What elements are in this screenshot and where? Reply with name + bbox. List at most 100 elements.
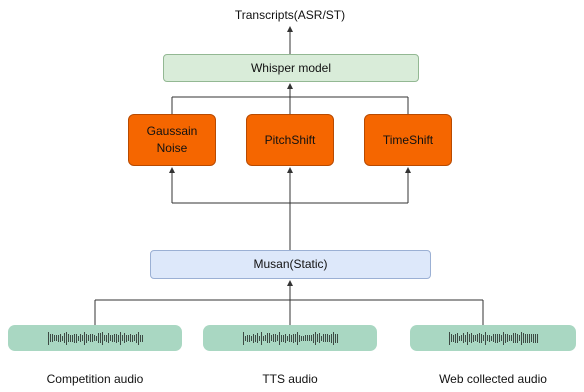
waveform-bar bbox=[326, 334, 328, 342]
waveform-bar bbox=[85, 333, 87, 343]
waveform-bar bbox=[518, 335, 520, 341]
waveform-bar bbox=[450, 334, 452, 342]
waveform-bar bbox=[97, 333, 99, 343]
waveform-bar bbox=[462, 333, 464, 343]
waveform-bar bbox=[332, 331, 334, 345]
waveform-bar bbox=[63, 333, 65, 343]
waveform-bar bbox=[300, 335, 302, 341]
waveform-bar bbox=[478, 333, 480, 343]
waveform-bar bbox=[494, 333, 496, 343]
waveform-bar bbox=[113, 334, 115, 342]
waveform-bar bbox=[133, 335, 135, 341]
waveform-bar bbox=[141, 334, 143, 342]
waveform-bar bbox=[516, 333, 518, 343]
waveform-bar bbox=[456, 333, 458, 343]
waveform-bar bbox=[57, 334, 59, 342]
waveform-bar bbox=[264, 335, 266, 341]
waveform-bar bbox=[536, 333, 538, 343]
waveform-bar bbox=[460, 335, 462, 341]
waveform-bar bbox=[530, 334, 532, 342]
waveform-bar bbox=[71, 334, 73, 342]
waveform-bar bbox=[314, 331, 316, 345]
waveform-bar bbox=[310, 335, 312, 341]
waveform-bar bbox=[286, 335, 288, 341]
waveform-bar bbox=[252, 333, 254, 343]
waveform-bar bbox=[498, 334, 500, 342]
waveform-bar bbox=[506, 334, 508, 342]
waveform-bar bbox=[139, 334, 141, 342]
waveform-bar bbox=[510, 335, 512, 341]
waveform-bar bbox=[77, 335, 79, 341]
waveform-bar bbox=[330, 333, 332, 343]
waveform-bar bbox=[135, 333, 137, 343]
waveform-bar bbox=[51, 334, 53, 342]
waveform-bar bbox=[514, 333, 516, 343]
waveform-bar bbox=[69, 334, 71, 342]
waveform-bar bbox=[67, 334, 69, 342]
waveform-bar bbox=[115, 333, 117, 343]
waveform-bar bbox=[119, 331, 121, 345]
waveform-bar bbox=[83, 331, 85, 345]
musan-box: Musan(Static) bbox=[150, 250, 431, 279]
waveform-bar bbox=[101, 331, 103, 345]
gaussian-noise-label: Gaussain Noise bbox=[146, 124, 198, 155]
waveform-bar bbox=[278, 331, 280, 345]
waveform-bar bbox=[520, 331, 522, 345]
waveform-bar bbox=[504, 333, 506, 343]
competition-audio-label: Competition audio bbox=[46, 372, 144, 386]
waveform-bar bbox=[270, 335, 272, 341]
waveform-bar bbox=[316, 334, 318, 342]
waveform-bar bbox=[250, 335, 252, 341]
waveform-bar bbox=[288, 334, 290, 342]
waveform-bar bbox=[131, 334, 133, 342]
waveform-bar bbox=[304, 335, 306, 341]
output-label: Transcripts(ASR/ST) bbox=[234, 8, 346, 22]
waveform-bar bbox=[318, 333, 320, 343]
waveform-bar bbox=[276, 335, 278, 341]
waveform-bar bbox=[508, 335, 510, 341]
waveform-bar bbox=[322, 334, 324, 342]
waveform-bar bbox=[65, 331, 67, 345]
waveform-bar bbox=[464, 334, 466, 342]
waveform-bar bbox=[282, 334, 284, 342]
waveform-bar bbox=[472, 334, 474, 342]
waveform-bar bbox=[137, 331, 139, 345]
waveform-bar bbox=[296, 331, 298, 345]
waveform-bar bbox=[526, 333, 528, 343]
waveform-bar bbox=[103, 335, 105, 341]
waveform-bar bbox=[262, 335, 264, 341]
waveform-bar bbox=[244, 335, 246, 341]
waveform-bar bbox=[53, 335, 55, 341]
waveform-bar bbox=[466, 331, 468, 345]
waveform-bar bbox=[127, 335, 129, 341]
waveform-bar bbox=[284, 333, 286, 343]
waveform-bar bbox=[290, 334, 292, 342]
waveform-bar bbox=[502, 331, 504, 345]
waveform-bar bbox=[254, 334, 256, 342]
waveform-bar bbox=[91, 334, 93, 342]
waveform-bar bbox=[488, 334, 490, 342]
waveform-bar bbox=[474, 335, 476, 341]
waveform-bar bbox=[242, 331, 244, 345]
waveform-bar bbox=[272, 334, 274, 342]
waveform-bar bbox=[109, 335, 111, 341]
waveform-bar bbox=[500, 335, 502, 341]
waveform-bar bbox=[105, 334, 107, 342]
waveform-bar bbox=[55, 335, 57, 341]
waveform-bar bbox=[89, 334, 91, 342]
waveform-bar bbox=[81, 335, 83, 341]
waveform-bar bbox=[87, 335, 89, 341]
waveform-bar bbox=[79, 334, 81, 342]
waveform-bar bbox=[476, 334, 478, 342]
waveform-bar bbox=[468, 334, 470, 342]
waveform-bar bbox=[298, 334, 300, 342]
waveform-bar bbox=[111, 334, 113, 342]
waveform-bar bbox=[528, 333, 530, 343]
web-audio-label: Web collected audio bbox=[439, 372, 547, 386]
waveform-bar bbox=[324, 334, 326, 342]
waveform-bar bbox=[99, 333, 101, 343]
gaussian-noise-box: Gaussain Noise bbox=[128, 114, 216, 166]
waveform-bar bbox=[470, 333, 472, 343]
